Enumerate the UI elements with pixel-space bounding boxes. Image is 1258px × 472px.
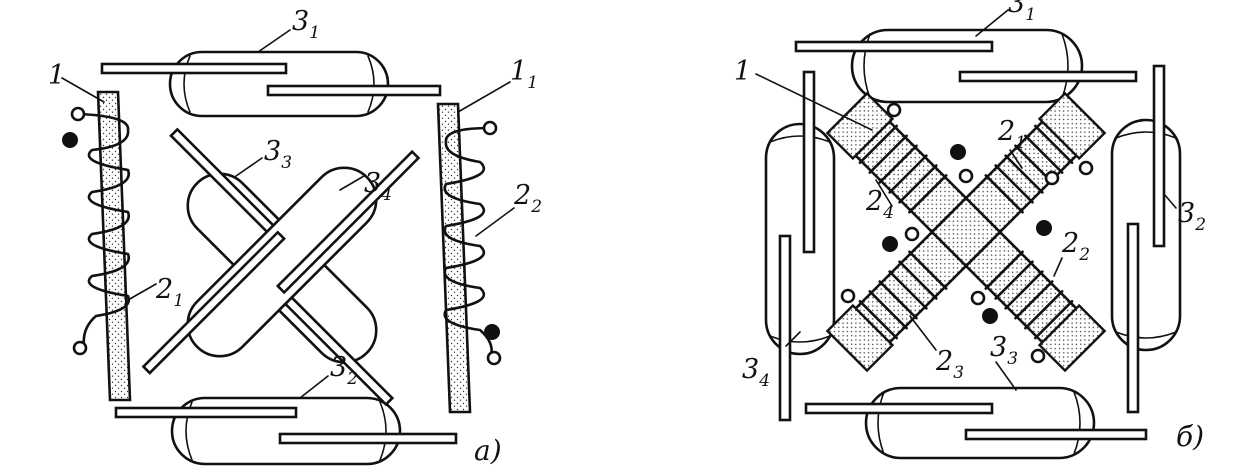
figure-a: 31 1 11 33 34 22 21 32 а) bbox=[48, 6, 542, 467]
label-2-3: 23 bbox=[935, 346, 964, 383]
winding-2-1 bbox=[984, 124, 1074, 214]
winding-2-2 bbox=[984, 250, 1074, 340]
label-2-4: 24 bbox=[865, 186, 894, 223]
label-1: 1 bbox=[734, 56, 751, 87]
polarity-dot bbox=[484, 324, 500, 340]
core-1-1 bbox=[436, 102, 502, 414]
reed-switch-3-1 bbox=[100, 50, 442, 118]
winding-2-3 bbox=[858, 250, 948, 340]
label-2-1: 21 bbox=[155, 274, 184, 311]
cross-core-1 bbox=[825, 91, 1107, 373]
label-3-3: 33 bbox=[990, 332, 1018, 369]
figure-b: 31 1 21 24 32 22 23 33 34 б) bbox=[734, 0, 1206, 460]
label-3-2: 32 bbox=[330, 352, 358, 389]
label-2-2: 22 bbox=[1061, 228, 1090, 265]
polarity-dot bbox=[62, 132, 78, 148]
label-3-1: 31 bbox=[1008, 0, 1036, 25]
polarity-dot bbox=[1036, 220, 1052, 236]
reed-switch-3-2 bbox=[114, 396, 458, 466]
label-3-2: 32 bbox=[1178, 198, 1206, 235]
polarity-dot bbox=[982, 308, 998, 324]
caption-b: б) bbox=[1176, 420, 1204, 453]
reed-switch-3-3 bbox=[804, 386, 1148, 460]
label-3-3: 33 bbox=[264, 136, 292, 173]
label-1-1: 11 bbox=[510, 56, 538, 93]
label-1: 1 bbox=[48, 60, 65, 91]
label-2-1: 21 bbox=[997, 116, 1026, 153]
label-3-4: 34 bbox=[742, 354, 770, 391]
label-3-1: 31 bbox=[292, 6, 320, 43]
reed-switch-3-4 bbox=[764, 70, 836, 422]
polarity-dot bbox=[950, 144, 966, 160]
reed-switch-3-2 bbox=[1110, 64, 1182, 414]
winding-2-4 bbox=[858, 124, 948, 214]
core-1 bbox=[62, 90, 132, 402]
label-3-4: 34 bbox=[364, 168, 392, 205]
reed-switch-3-4 bbox=[141, 149, 421, 375]
label-2-2: 22 bbox=[513, 180, 542, 217]
reed-switch-3-1 bbox=[794, 28, 1138, 104]
caption-a: а) bbox=[474, 434, 502, 467]
polarity-dot bbox=[882, 236, 898, 252]
